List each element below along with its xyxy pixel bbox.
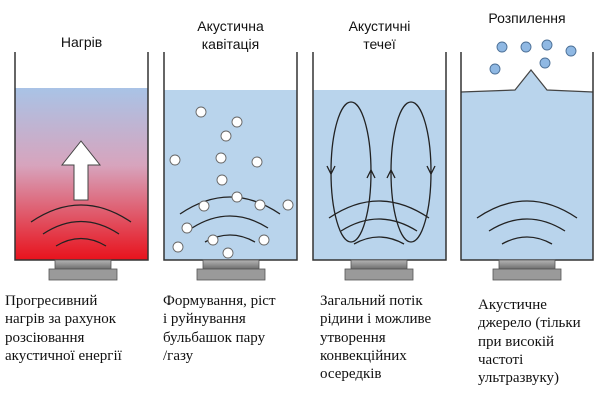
bubble bbox=[170, 155, 180, 165]
bubble bbox=[221, 131, 231, 141]
bubble bbox=[216, 153, 226, 163]
bubble bbox=[252, 157, 262, 167]
panel-title-heating: Нагрів bbox=[15, 34, 148, 52]
transducer bbox=[345, 260, 413, 280]
droplet bbox=[540, 58, 550, 68]
droplet bbox=[490, 64, 500, 74]
transducer bbox=[197, 260, 265, 280]
bubble bbox=[232, 192, 242, 202]
bubble bbox=[173, 242, 183, 252]
bubble bbox=[259, 235, 269, 245]
droplet bbox=[497, 42, 507, 52]
bubble bbox=[217, 175, 227, 185]
transducer bbox=[49, 260, 117, 280]
panel-caption-streaming: Загальний потік рідини і можливе утворен… bbox=[320, 292, 460, 383]
droplet bbox=[566, 46, 576, 56]
panel-atomization bbox=[461, 40, 593, 280]
atomized-droplets bbox=[490, 40, 576, 74]
panel-title-atomization: Розпилення bbox=[461, 10, 593, 28]
droplet bbox=[542, 40, 552, 50]
bubble bbox=[283, 200, 293, 210]
bubble bbox=[196, 107, 206, 117]
panel-heating bbox=[15, 52, 148, 280]
panel-cavitation bbox=[164, 52, 297, 280]
panel-streaming bbox=[313, 52, 446, 280]
panel-title-streaming: Акустичні течеї bbox=[313, 18, 446, 53]
bubble bbox=[255, 200, 265, 210]
bubble bbox=[208, 235, 218, 245]
panel-caption-heating: Прогресивний нагрів за рахунок розсіюван… bbox=[5, 292, 155, 365]
transducer bbox=[493, 260, 561, 280]
panel-title-cavitation: Акустична кавітація bbox=[164, 18, 297, 53]
bubble bbox=[232, 117, 242, 127]
bubble bbox=[182, 223, 192, 233]
droplet bbox=[521, 42, 531, 52]
bubble bbox=[223, 248, 233, 258]
panel-caption-atomization: Акустичне джерело (тільки при високій ча… bbox=[478, 296, 596, 387]
liquid bbox=[313, 90, 446, 260]
liquid-with-fountain bbox=[461, 70, 593, 260]
panel-caption-cavitation: Формування, ріст і руйнування бульбашок … bbox=[163, 292, 313, 365]
bubble bbox=[199, 201, 209, 211]
